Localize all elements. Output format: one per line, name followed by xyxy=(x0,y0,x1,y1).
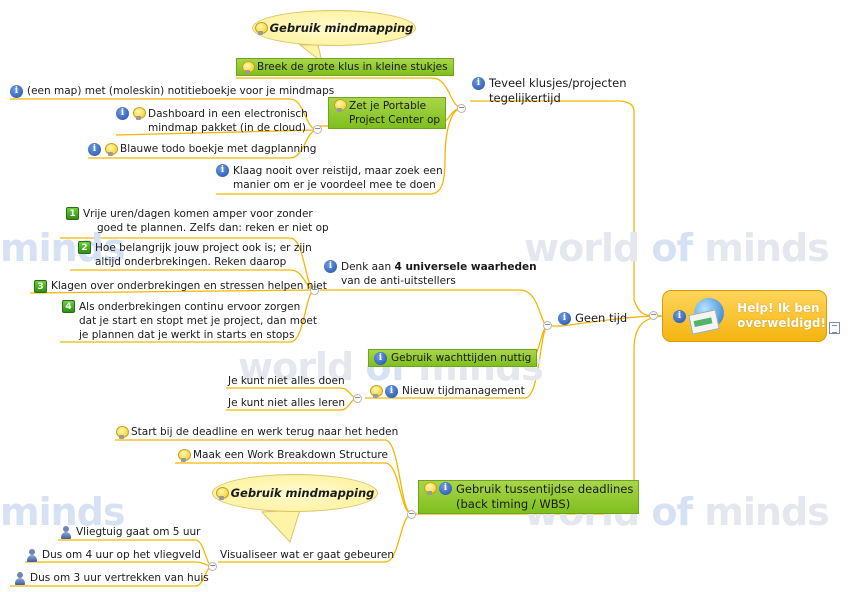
topic-start-deadline[interactable]: Start bij de deadline en werk terug naar… xyxy=(116,425,398,439)
lightbulb-icon xyxy=(116,425,129,439)
info-icon[interactable]: i xyxy=(439,482,452,495)
callout-mindmapping-bottom[interactable]: Gebruik mindmapping xyxy=(212,474,378,512)
info-icon[interactable]: i xyxy=(374,351,387,365)
topic-notitieboekje[interactable]: i(een map) met (moleskin) notitieboekje … xyxy=(10,84,334,98)
priority-4-icon: 4 xyxy=(62,300,75,313)
collapse-toggle[interactable]: − xyxy=(457,103,466,113)
lightbulb-icon xyxy=(254,21,268,35)
info-icon[interactable]: i xyxy=(472,77,485,90)
topic-alles-doen[interactable]: Je kunt niet alles doen xyxy=(228,375,345,387)
info-icon[interactable]: i xyxy=(116,107,129,120)
collapse-toggle[interactable]: − xyxy=(310,285,319,295)
watermark: world of minds xyxy=(524,226,830,270)
lightbulb-icon xyxy=(215,486,229,500)
topic-alles-leren[interactable]: Je kunt niet alles leren xyxy=(228,397,346,409)
lightbulb-icon xyxy=(178,448,191,462)
info-icon[interactable]: i xyxy=(673,309,686,323)
info-icon[interactable]: i xyxy=(88,142,101,156)
lightbulb-icon xyxy=(334,99,347,112)
person-icon xyxy=(26,548,38,562)
collapse-toggle[interactable]: − xyxy=(353,393,362,403)
priority-1-icon: 1 xyxy=(66,207,79,220)
collapse-toggle[interactable]: − xyxy=(543,320,552,330)
priority-3-icon: 3 xyxy=(34,279,47,293)
priority-2-icon: 2 xyxy=(78,241,91,254)
watermark: minds xyxy=(0,490,125,534)
info-icon[interactable]: i xyxy=(10,84,23,98)
topic-breek-grote-klus[interactable]: Breek de grote klus in kleine stukjes xyxy=(236,58,454,76)
person-icon xyxy=(60,525,72,539)
lightbulb-icon xyxy=(370,384,383,398)
topic-visualiseer[interactable]: Visualiseer wat er gaat gebeuren xyxy=(220,549,394,561)
topic-vertrekken[interactable]: Dus om 3 uur vertrekken van huis xyxy=(14,571,209,585)
collapse-toggle[interactable]: − xyxy=(208,561,217,571)
topic-vliegtuig[interactable]: Vliegtuig gaat om 5 uur xyxy=(60,525,200,539)
collapse-toggle[interactable]: − xyxy=(649,310,658,320)
person-icon xyxy=(14,571,26,585)
info-icon[interactable]: i xyxy=(216,164,229,177)
lightbulb-icon xyxy=(105,142,118,156)
lightbulb-icon xyxy=(133,107,146,120)
topic-vliegveld[interactable]: Dus om 4 uur op het vliegveld xyxy=(26,548,201,562)
info-icon[interactable]: i xyxy=(558,312,571,325)
watermark: minds xyxy=(0,226,125,270)
note-icon[interactable] xyxy=(829,322,840,334)
info-icon[interactable]: i xyxy=(324,260,337,273)
email-globe-icon xyxy=(688,298,729,335)
callout-mindmapping-top[interactable]: Gebruik mindmapping xyxy=(252,10,416,46)
collapse-toggle[interactable]: − xyxy=(407,509,416,519)
collapse-toggle[interactable]: − xyxy=(313,124,322,134)
lightbulb-icon xyxy=(424,482,437,495)
lightbulb-icon xyxy=(242,60,255,74)
topic-work-breakdown[interactable]: Maak een Work Breakdown Structure xyxy=(178,448,388,462)
info-icon[interactable]: i xyxy=(385,384,398,398)
